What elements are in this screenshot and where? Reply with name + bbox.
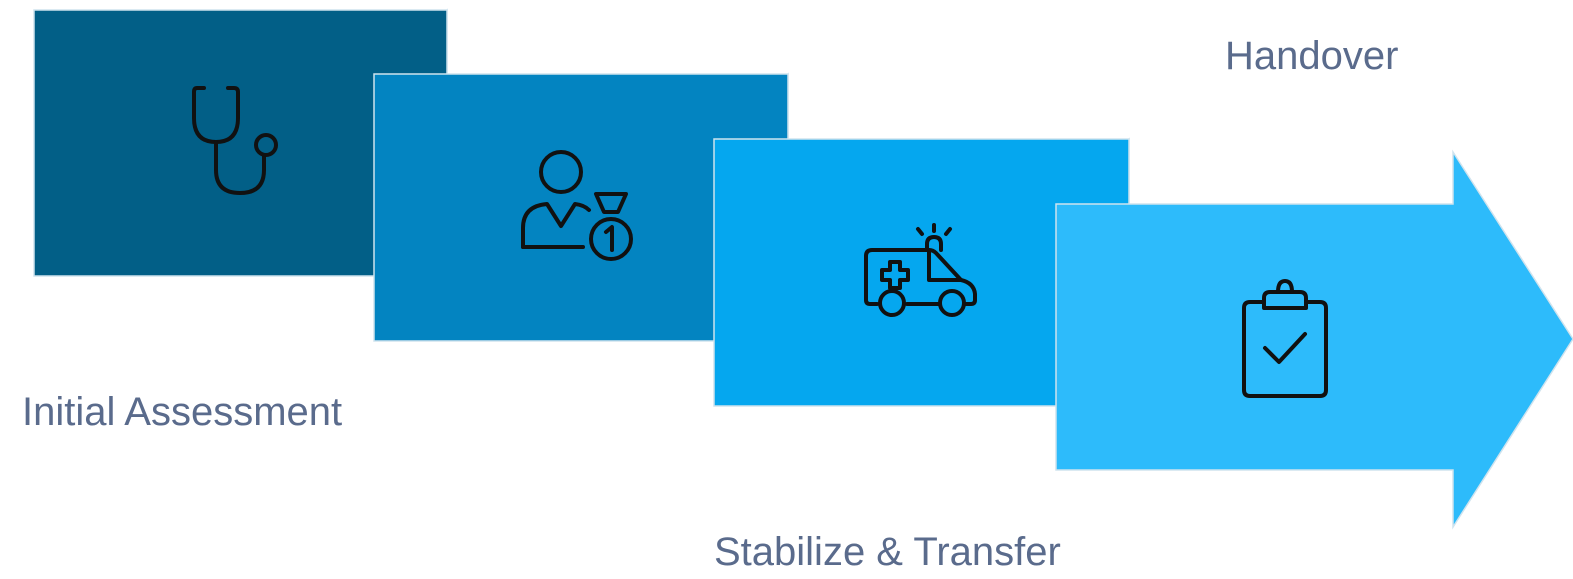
medal-person-icon xyxy=(521,150,633,261)
step-4-handover xyxy=(1055,149,1573,530)
stethoscope-icon xyxy=(192,86,278,195)
clipboard-check-icon xyxy=(1242,279,1328,398)
label-stabilize-transfer: Stabilize & Transfer xyxy=(714,530,1061,574)
step-4-arrow xyxy=(1055,149,1573,530)
label-handover: Handover xyxy=(1225,34,1399,78)
label-initial-assessment: Initial Assessment xyxy=(22,390,343,434)
ambulance-icon xyxy=(864,223,977,317)
